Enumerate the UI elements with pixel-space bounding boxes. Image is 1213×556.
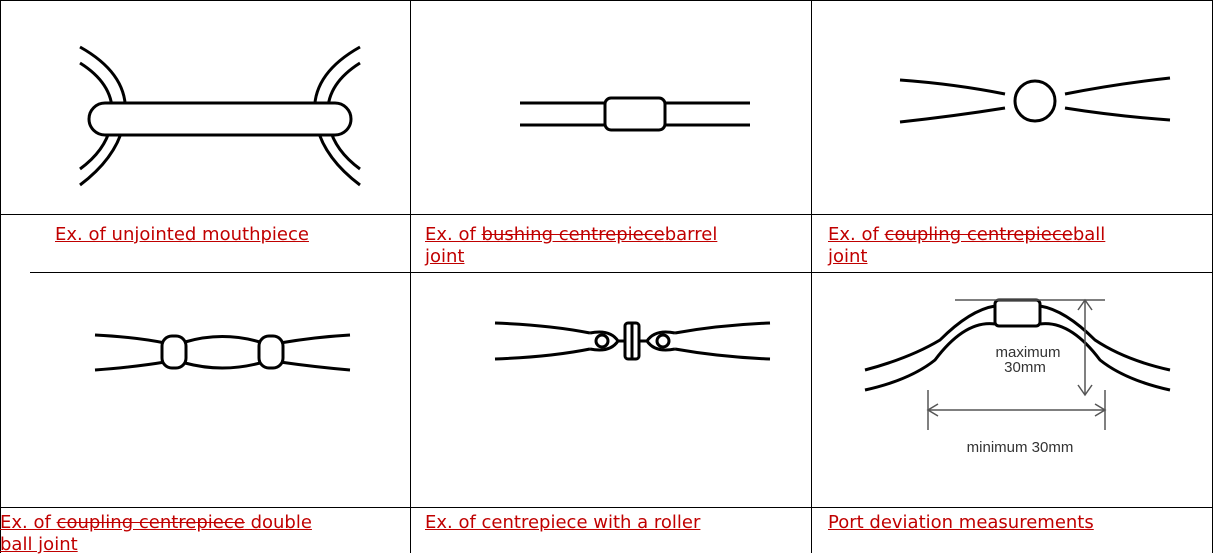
column-divider-1: [410, 0, 411, 553]
caption-barrel-joint: Ex. of bushing centrepiecebarrel joint: [425, 224, 717, 268]
caption-double-prefix: Ex. of: [0, 512, 57, 533]
caption-roller-text: Ex. of centrepiece with a roller: [425, 512, 701, 533]
caption-ball-line2: joint: [828, 246, 868, 267]
caption-barrel-line2: joint: [425, 246, 465, 267]
unjointed-mouthpiece-illustration: [60, 45, 380, 195]
port-deviation-diagram: maximum 30mm minimum 30mm: [860, 280, 1180, 470]
table-left-border: [0, 0, 1, 553]
barrel-joint-illustration: [515, 95, 755, 135]
table-top-border: [0, 0, 1213, 1]
caption-double-ball-joint: Ex. of coupling centrepiece double ball …: [0, 512, 312, 556]
double-ball-joint-illustration: [90, 325, 355, 380]
caption-double-line1: Ex. of coupling centrepiece double: [0, 512, 312, 534]
row1-divider: [0, 214, 1213, 215]
caption-double-line2: ball joint: [0, 534, 78, 555]
caption-ball-struck: coupling centrepiece: [884, 224, 1073, 245]
caption-unjointed-mouthpiece: Ex. of unjointed mouthpiece: [55, 224, 309, 246]
min-label: minimum 30mm: [967, 439, 1074, 456]
max-label-line1: maximum: [995, 344, 1060, 361]
caption-ball-joint: Ex. of coupling centrepieceball joint: [828, 224, 1105, 268]
caption-double-rest: double: [244, 512, 312, 533]
caption-port-deviation: Port deviation measurements: [828, 512, 1094, 534]
ball-joint-illustration: [895, 70, 1175, 130]
caption-ball-line1: Ex. of coupling centrepieceball: [828, 224, 1105, 246]
caption-barrel-prefix: Ex. of: [425, 224, 482, 245]
caption-double-struck: coupling centrepiece: [56, 512, 245, 533]
row3-divider: [0, 507, 1213, 508]
caption-barrel-struck: bushing centrepiece: [481, 224, 665, 245]
column-divider-2: [811, 0, 812, 553]
caption-ball-rest: ball: [1072, 224, 1106, 245]
row2-divider: [30, 272, 1213, 273]
max-label-line2: 30mm: [1004, 359, 1046, 376]
caption-barrel-line1: Ex. of bushing centrepiecebarrel: [425, 224, 717, 246]
caption-unjointed-text: Ex. of unjointed mouthpiece: [55, 224, 309, 245]
caption-roller: Ex. of centrepiece with a roller: [425, 512, 700, 534]
caption-ball-prefix: Ex. of: [828, 224, 885, 245]
caption-barrel-rest: barrel: [664, 224, 718, 245]
caption-port-text: Port deviation measurements: [828, 512, 1094, 533]
roller-illustration: [490, 315, 775, 370]
